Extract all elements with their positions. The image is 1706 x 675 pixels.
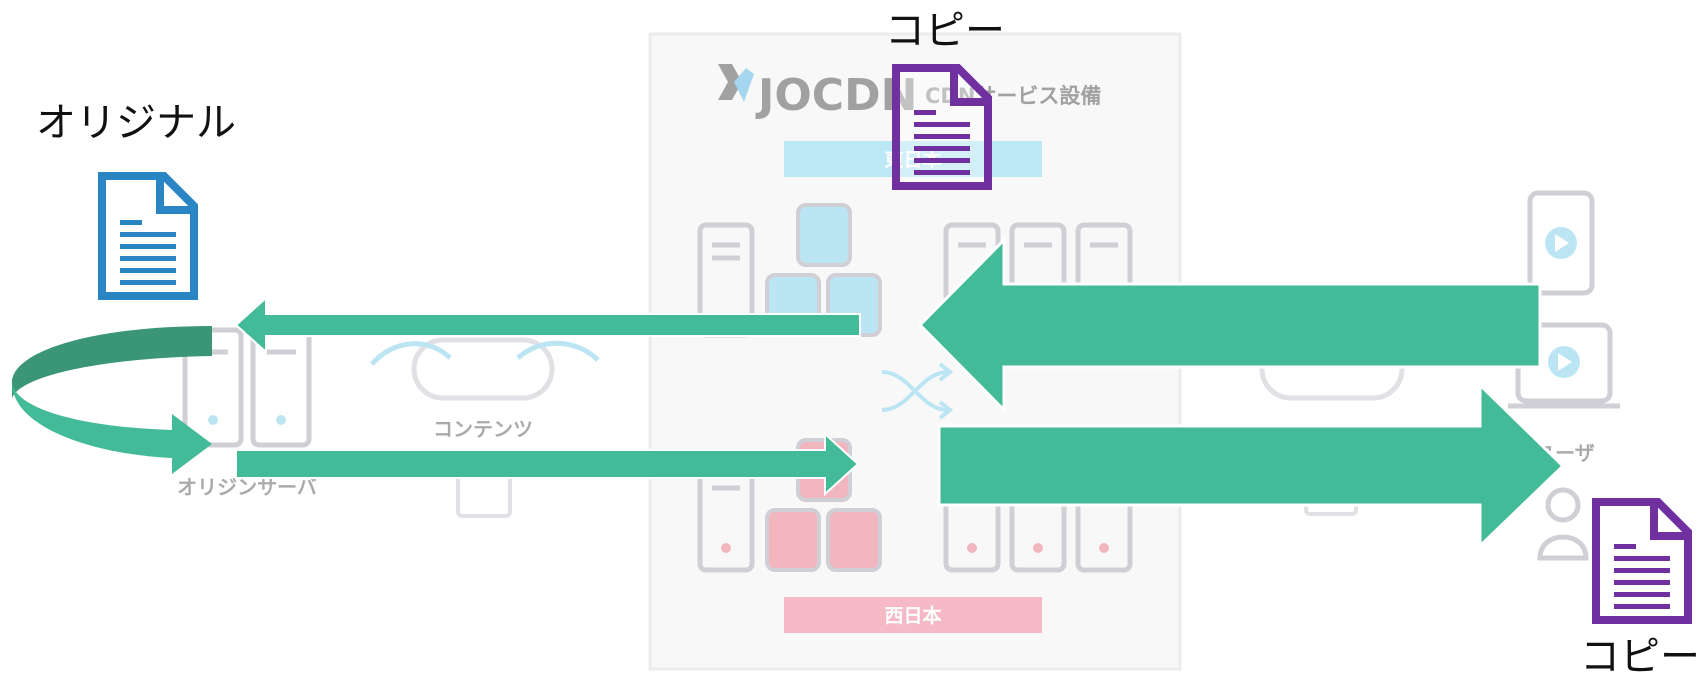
- cloud-icon: [370, 337, 600, 401]
- west-region-label: 西日本: [884, 604, 941, 627]
- original-document-icon: [98, 172, 198, 300]
- origin-server-leds: [208, 415, 286, 425]
- shuffle-icon: [881, 362, 954, 420]
- copy-document-icon: [892, 64, 992, 190]
- big-arrow-right: [937, 381, 1566, 550]
- copy-label-bottom: コピー: [1580, 634, 1700, 675]
- server-leds: [967, 543, 1109, 553]
- thin-arrow-left: [234, 295, 861, 355]
- east-region-bar: [784, 141, 1042, 177]
- thin-arrow-right: [235, 431, 860, 497]
- copy-document-icon: [1592, 498, 1692, 624]
- big-arrow-left: [917, 236, 1542, 414]
- content-label: コンテンツ: [433, 417, 533, 441]
- loop-arrow-front: [12, 384, 212, 474]
- arrows: [11, 236, 1566, 550]
- original-label: オリジナル: [36, 100, 236, 146]
- loop-arrow-back: [11, 326, 212, 398]
- jocdn-logo: JOCDN: [718, 64, 917, 121]
- user-icon: [1537, 487, 1589, 561]
- copy-label-top: コピー: [885, 8, 1005, 54]
- west-region-bar: [784, 597, 1042, 633]
- server-led: [721, 543, 731, 553]
- logo-brand-text: JOCDN: [755, 70, 917, 121]
- video-device-icon: [1527, 190, 1595, 296]
